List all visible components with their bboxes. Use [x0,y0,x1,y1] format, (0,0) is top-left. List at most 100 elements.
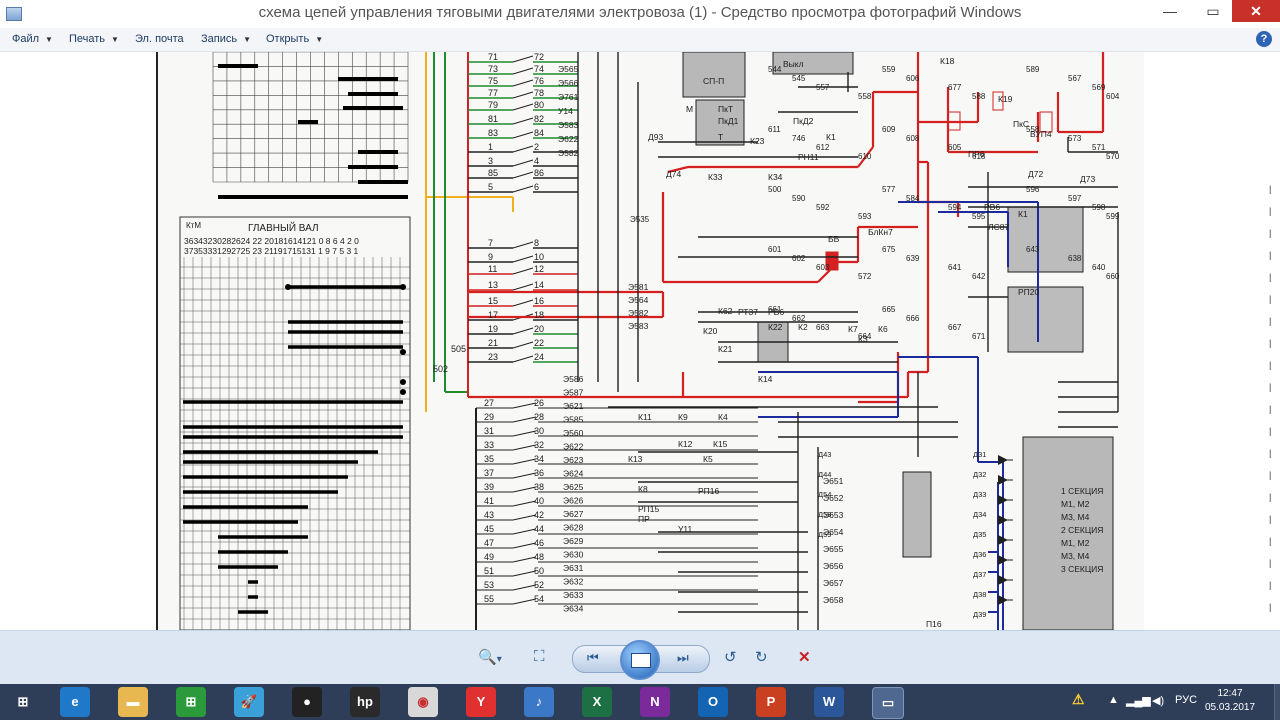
wire-number-left: 33 [484,440,494,450]
edge-marks: |||||||||||||||||||| [1269,184,1271,612]
e-label: Э583 [628,321,649,331]
language-indicator[interactable]: РУС [1175,694,1198,706]
e-label: Э651 [823,476,844,486]
contact-number: 746 [792,134,806,143]
terminal-contact [512,299,534,307]
contact-number: 572 [858,272,872,281]
contact-number: 570 [1106,152,1120,161]
e-label: Э626 [563,496,584,506]
relay-label: К9 [678,412,688,422]
actual-size-button[interactable]: ⛶ [534,648,545,665]
contact-number: 588 [972,92,986,101]
taskbar-photoviewer-icon[interactable]: ▭ [872,687,904,719]
relay-label: К4 [718,412,728,422]
relay-label: К1 [826,132,836,142]
wire-number-left: 29 [484,412,494,422]
relay-label: РН11 [798,152,819,162]
photo-viewer-app-icon[interactable] [6,7,22,21]
relay-sp-p [682,52,746,98]
network-icon[interactable]: ▂▄▆ [1126,695,1151,707]
show-desktop-button[interactable] [1274,684,1280,720]
taskbar-explorer-icon[interactable]: ▬ [118,687,148,717]
contact-number: 558 [858,92,872,101]
wire-number-left: 73 [488,64,498,74]
rotate-cw-button[interactable]: ↻ [755,648,768,666]
help-icon[interactable]: ? [1256,31,1272,47]
wire-number-left: 53 [484,580,494,590]
taskbar-rocket-icon[interactable]: 🚀 [234,687,264,717]
e-label: Э621 [563,401,584,411]
previous-button[interactable]: ⏮ [587,650,599,666]
clock[interactable]: 12:47 05.03.2017 [1205,687,1255,715]
relay-vykl [772,52,854,75]
tray-chevron-icon[interactable]: ▲ [1108,694,1119,706]
wire-number-left: 39 [484,482,494,492]
e-label: Э566 [558,78,579,88]
menu-file[interactable]: Файл▼ [12,33,53,45]
warning-icon[interactable]: ⚠ [1072,691,1085,707]
terminal-contact [512,255,534,263]
next-button[interactable]: ⏭ [677,650,689,666]
rotate-ccw-button[interactable]: ↺ [724,648,737,666]
taskbar-onenote-icon[interactable]: N [640,687,670,717]
wire-number-right: 84 [534,128,544,138]
wire-number-right: 18 [534,310,544,320]
maximize-button[interactable]: ▭ [1206,3,1220,19]
wire-number-left: 35 [484,454,494,464]
diode-label: Д54 [818,490,831,499]
relay-label: К5 [703,454,713,464]
menu-burn[interactable]: Запись▼ [201,33,252,45]
taskbar-powerpoint-icon[interactable]: P [756,687,786,717]
menu-print[interactable]: Печать▼ [69,33,119,45]
edge-glyph: | [1269,338,1271,348]
taskbar-ie-icon[interactable]: e [60,687,90,717]
delete-icon: ✕ [798,649,811,666]
taskbar-yandex-icon[interactable]: Y [466,687,496,717]
relay-label: РП20 [1018,287,1040,297]
close-button[interactable]: ✕ [1232,0,1280,22]
wire-number-right: 50 [534,566,544,576]
volume-icon[interactable]: ◀) [1152,695,1165,707]
wire-number-left: 9 [488,252,493,262]
taskbar-start-icon[interactable]: ⊞ [17,694,29,709]
menu-email[interactable]: Эл. почта [135,33,184,45]
wire-e535: Э535 [630,215,650,224]
taskbar-word-icon[interactable]: W [814,687,844,717]
position-row-b: 37353331292725 23 21191715131 1 9 7 5 3 … [184,246,359,256]
taskbar-media-icon[interactable]: ● [292,687,322,717]
delete-button[interactable]: ✕ [798,648,811,666]
taskbar-chrome-icon[interactable]: ◉ [408,687,438,717]
relay-label: ПР6 [968,149,985,159]
contact-number: 602 [792,254,806,263]
taskbar-outlook-icon[interactable]: O [698,687,728,717]
contact-number: 558 [1026,125,1040,134]
wire-number-right: 76 [534,76,544,86]
taskbar-excel-icon[interactable]: X [582,687,612,717]
wire-502: 502 [433,364,448,374]
relay-label: Д72 [1028,169,1043,179]
edge-glyph: | [1269,272,1271,282]
contact-number: 608 [906,134,920,143]
contact-number: 573 [1068,134,1082,143]
diode-label: Д37 [973,570,986,579]
wire-number-left: 1 [488,142,493,152]
terminal-contact [512,444,537,451]
relay-label: К23 [750,136,765,146]
slideshow-button[interactable] [620,640,660,680]
contact-number: 666 [906,314,920,323]
minimize-button[interactable]: — [1163,3,1177,19]
taskbar-store-icon[interactable]: ⊞ [176,687,206,717]
relay-label: Д73 [1080,174,1095,184]
zoom-button[interactable]: 🔍▾ [478,648,502,666]
wire-number-left: 85 [488,168,498,178]
taskbar-audio-icon[interactable]: ♪ [524,687,554,717]
relay-label: К22 [768,322,783,332]
menu-open[interactable]: Открыть▼ [266,33,324,45]
e-label: Э633 [563,590,584,600]
relay-u11 [1022,436,1114,630]
wire-number-right: 86 [534,168,544,178]
taskbar-hp-icon[interactable]: hp [350,687,380,717]
contact-number: 640 [1092,263,1106,272]
red-relay [992,91,1004,111]
